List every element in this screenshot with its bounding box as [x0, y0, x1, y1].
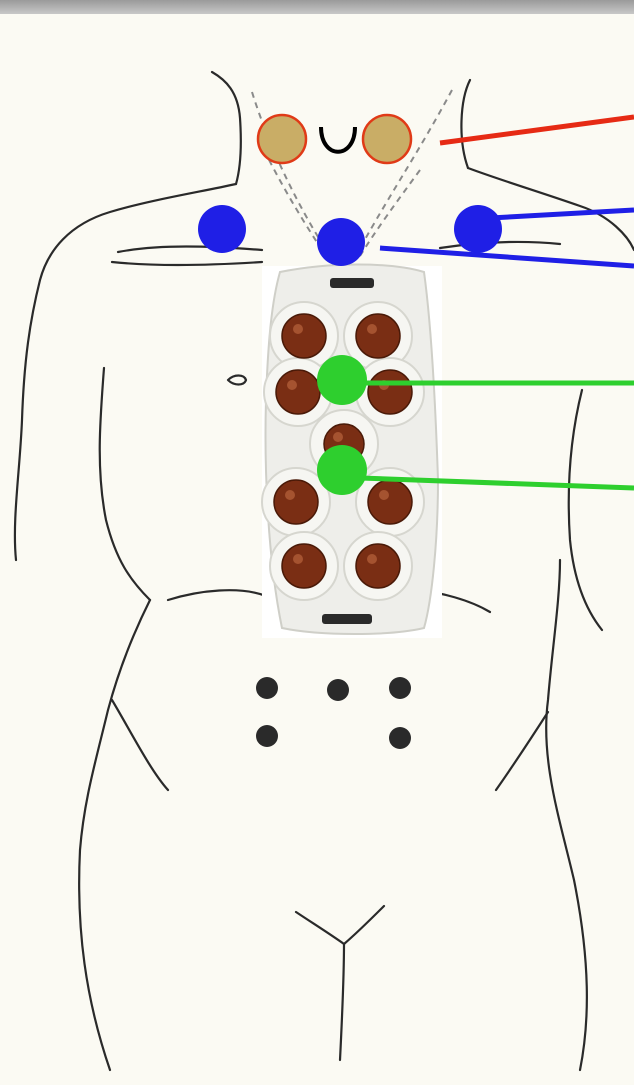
shoulder-right-leader-line: [490, 210, 634, 218]
shoulder-center-leader-line: [380, 248, 634, 266]
ball-highlight: [333, 432, 343, 442]
black-dot-icon: [389, 727, 411, 749]
blue-circle-icon: [317, 218, 365, 266]
left-rib-line: [168, 590, 266, 600]
right-arm-inner: [569, 390, 602, 630]
center-line: [340, 944, 344, 1060]
massage-ball: [274, 480, 318, 524]
shoulder-markers: [198, 205, 502, 266]
left-clavicle: [118, 247, 262, 253]
neck-dash-left-inner: [264, 150, 326, 256]
right-torso-side: [546, 560, 587, 1070]
green-circle-icon: [317, 355, 367, 405]
ball-highlight: [293, 324, 303, 334]
neck-leader-line: [440, 117, 634, 143]
neck-dash-right-outer: [356, 90, 452, 256]
abdomen-points: [256, 677, 411, 749]
massage-ball: [356, 544, 400, 588]
ball-highlight: [379, 490, 389, 500]
left-arm-inner: [100, 368, 150, 600]
massage-ball: [368, 480, 412, 524]
ball-highlight: [287, 380, 297, 390]
left-clavicle-lower: [112, 262, 262, 265]
massage-ball: [282, 544, 326, 588]
black-dot-icon: [256, 677, 278, 699]
massage-ball: [276, 370, 320, 414]
black-dot-icon: [327, 679, 349, 701]
blue-circle-icon: [198, 205, 246, 253]
u-shape-icon: [321, 127, 355, 152]
blue-circle-icon: [454, 205, 502, 253]
ball-highlight: [367, 324, 377, 334]
massage-ball: [368, 370, 412, 414]
neck-dash-right-inner: [360, 170, 420, 256]
green-circle-icon: [317, 445, 367, 495]
device-top-grip: [330, 278, 374, 288]
neck-markers: [258, 115, 411, 163]
right-hip-line: [496, 712, 548, 790]
left-hip-line: [112, 700, 168, 790]
neck-left-line: [212, 72, 241, 184]
ball-highlight: [367, 554, 377, 564]
right-clavicle: [440, 242, 560, 248]
massage-ball: [356, 314, 400, 358]
groin-line: [296, 906, 384, 944]
left-torso-side: [79, 600, 150, 1070]
ball-highlight: [293, 554, 303, 564]
neck-right-line: [461, 80, 470, 168]
tan-circle-icon: [258, 115, 306, 163]
device-bottom-grip: [322, 614, 372, 624]
left-nipple: [228, 376, 246, 385]
ball-highlight: [285, 490, 295, 500]
tan-circle-icon: [363, 115, 411, 163]
black-dot-icon: [256, 725, 278, 747]
black-dot-icon: [389, 677, 411, 699]
massage-ball: [282, 314, 326, 358]
